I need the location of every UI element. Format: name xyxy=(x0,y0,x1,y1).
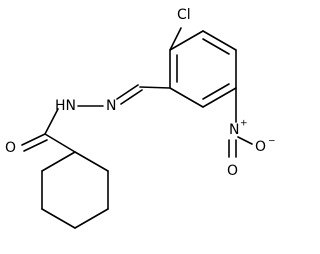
atom-labels: Cl HN N O N + O − O xyxy=(5,7,276,179)
nitro-oxygen-charge: − xyxy=(268,137,276,147)
bond-benzene-f xyxy=(169,87,204,108)
bond-benzene-b xyxy=(169,30,204,51)
bond-benzene-c xyxy=(202,30,237,51)
bond-imine-double-1 xyxy=(116,84,139,100)
bond-ring-a xyxy=(74,151,109,172)
carbonyl-oxygen-label: O xyxy=(5,140,16,156)
bond-imine-double-2 xyxy=(120,89,143,105)
bond-ring-c xyxy=(74,208,109,229)
bond-lines xyxy=(21,27,253,229)
bond-imine-to-ring xyxy=(139,86,171,89)
chlorine-label: Cl xyxy=(177,7,191,23)
nitro-lower-oxygen-label: O xyxy=(227,163,238,179)
bond-carbonyl-to-nh xyxy=(44,108,59,135)
bond-ring-f xyxy=(41,151,76,172)
bond-ring-to-chlorine xyxy=(169,27,182,51)
chemical-structure: Cl HN N O N + O − O xyxy=(5,7,276,229)
nitro-nitrogen-label: N xyxy=(229,122,239,138)
nitro-oxygen-label: O xyxy=(255,139,266,155)
bond-carbonyl-double-1 xyxy=(21,133,46,146)
bond-carbonyl-double-2 xyxy=(23,139,48,152)
bond-benzene-inner-2 xyxy=(202,38,230,55)
bond-benzene-inner-3 xyxy=(202,83,230,100)
bond-benzene-e xyxy=(202,87,237,108)
hydrazone-nh-label: HN xyxy=(55,98,76,114)
bond-ring-d xyxy=(41,208,76,229)
bond-nitro-n-o xyxy=(237,136,253,145)
nitro-nitrogen-charge: + xyxy=(240,119,248,129)
imine-nitrogen-label: N xyxy=(106,98,116,114)
bond-ring-to-carbonyl xyxy=(44,133,76,153)
